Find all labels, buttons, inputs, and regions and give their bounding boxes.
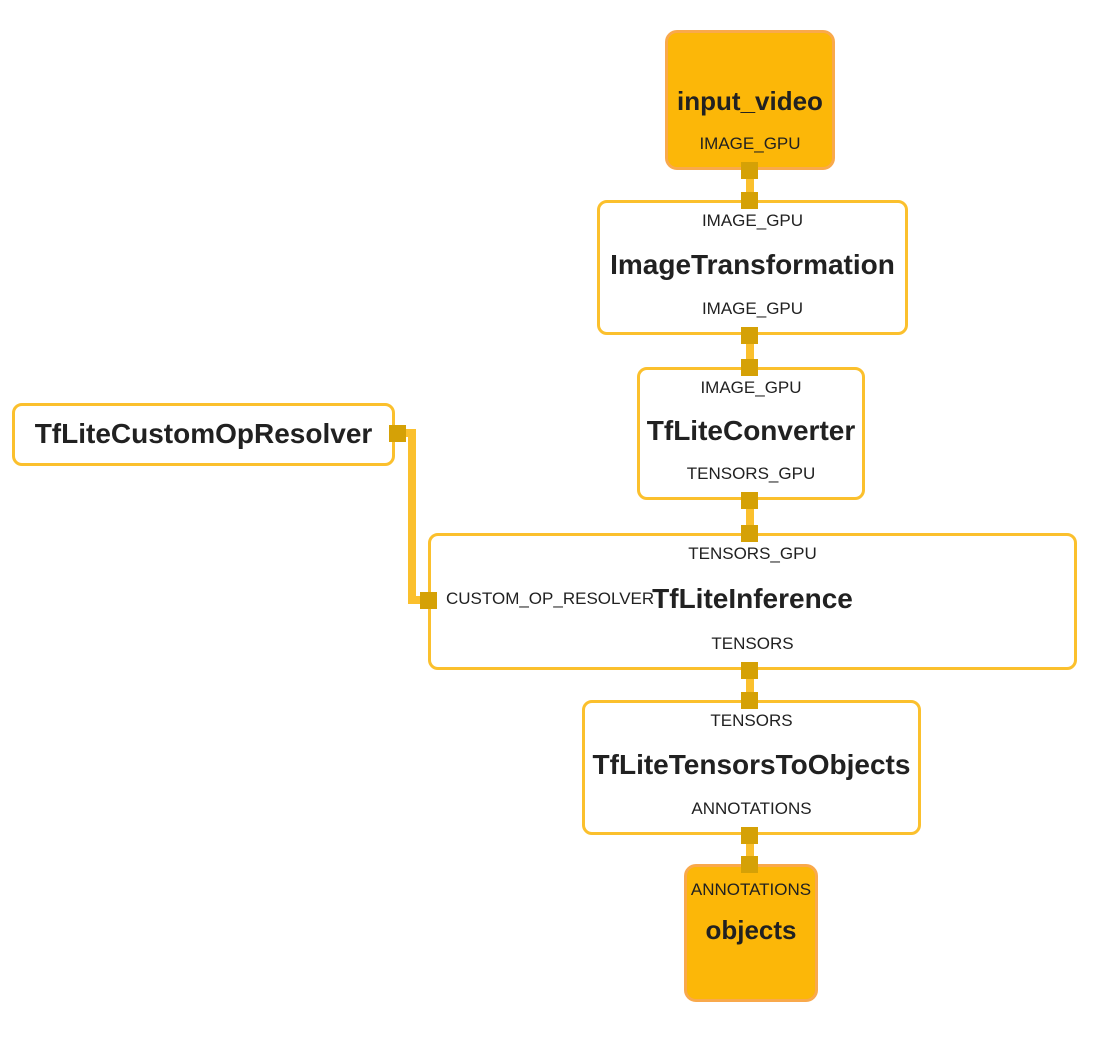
edge-resolver-horizontal-segment [397, 429, 416, 437]
port-output-tfliteconverter [741, 492, 758, 509]
node-imagetransformation[interactable]: IMAGE_GPU ImageTransformation IMAGE_GPU [597, 200, 908, 335]
input-port-label: TENSORS_GPU [688, 544, 817, 563]
node-objects[interactable]: ANNOTATIONS objects [684, 864, 818, 1002]
input-port-label: IMAGE_GPU [701, 211, 804, 230]
output-port-label: IMAGE_GPU [699, 133, 801, 153]
port-output-tflitetensorstoobjects [741, 827, 758, 844]
input-port-label: IMAGE_GPU [700, 378, 802, 397]
edge-tflitetensorstoobjects-to-objects [746, 835, 754, 865]
port-input-tflitetensorstoobjects [741, 692, 758, 709]
edge-resolver-to-inference-segment [408, 596, 429, 604]
node-title: ImageTransformation [610, 248, 895, 280]
side-input-port-label: CUSTOM_OP_RESOLVER [446, 589, 655, 608]
node-title: TfLiteTensorsToObjects [592, 748, 911, 780]
node-title: TfLiteConverter [646, 414, 856, 446]
node-input-video[interactable]: input_video IMAGE_GPU [665, 30, 835, 170]
edge-resolver-vertical-segment [408, 429, 416, 604]
edge-input-video-to-imagetransformation [746, 170, 754, 201]
input-port-label: ANNOTATIONS [690, 880, 812, 899]
port-output-tflitecustomopresolver [389, 425, 406, 442]
edge-imagetransformation-to-tfliteconverter [746, 335, 754, 368]
port-input-objects [741, 856, 758, 873]
node-title: objects [705, 915, 797, 946]
port-output-tfliteinference [741, 662, 758, 679]
node-title: input_video [677, 85, 823, 116]
node-tflitecustomopresolver[interactable]: TfLiteCustomOpResolver [12, 403, 395, 466]
output-port-label: ANNOTATIONS [691, 798, 812, 818]
edge-tfliteinference-to-tflitetensorstoobjects [746, 670, 754, 701]
port-input-imagetransformation [741, 192, 758, 209]
node-title: TfLiteInference [652, 582, 853, 614]
node-tflitetensorstoobjects[interactable]: TENSORS TfLiteTensorsToObjects ANNOTATIO… [582, 700, 921, 835]
output-port-label: TENSORS [711, 633, 794, 653]
port-output-input-video [741, 162, 758, 179]
node-tfliteinference[interactable]: TENSORS_GPU CUSTOM_OP_RESOLVER TfLiteInf… [428, 533, 1077, 670]
output-port-label: TENSORS_GPU [686, 463, 816, 483]
node-tfliteconverter[interactable]: IMAGE_GPU TfLiteConverter TENSORS_GPU [637, 367, 865, 500]
input-port-label: TENSORS [710, 711, 793, 730]
port-side-input-tfliteinference [420, 592, 437, 609]
port-input-tfliteinference [741, 525, 758, 542]
edge-tfliteconverter-to-tfliteinference [746, 500, 754, 534]
node-title: TfLiteCustomOpResolver [34, 418, 373, 450]
port-input-tfliteconverter [741, 359, 758, 376]
output-port-label: IMAGE_GPU [701, 298, 804, 318]
node-middle-row: CUSTOM_OP_RESOLVER TfLiteInference [437, 583, 1068, 615]
port-output-imagetransformation [741, 327, 758, 344]
